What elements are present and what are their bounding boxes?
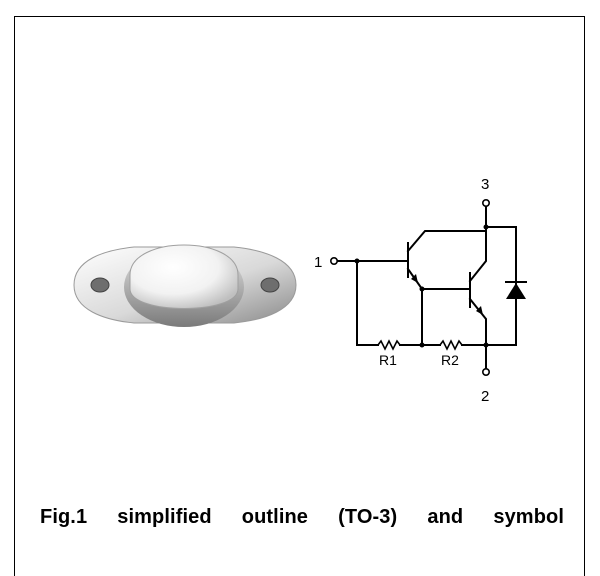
- r2-label: R2: [441, 352, 459, 368]
- junction-dot: [419, 286, 425, 292]
- junction-dot: [483, 342, 489, 348]
- r1-label: R1: [379, 352, 397, 368]
- r1-resistor: [377, 339, 401, 351]
- junction-dot: [354, 258, 360, 264]
- darlington-schematic: 1 3 2 R1 R2: [314, 176, 527, 405]
- diode-rail: [485, 226, 517, 346]
- q2-emitter-wire: [468, 297, 487, 370]
- cap-dome: [129, 244, 239, 309]
- q1-emitter-wire: [406, 267, 471, 290]
- figure-frame: [14, 16, 585, 576]
- right-mounting-hole: [260, 277, 280, 293]
- q2-collector-wire: [468, 204, 487, 283]
- pin3-terminal: [482, 198, 491, 207]
- pin1-label: 1: [314, 254, 322, 271]
- left-mounting-hole: [90, 277, 110, 293]
- pin2-terminal: [482, 368, 491, 377]
- pin2-label: 2: [481, 388, 489, 405]
- figure-caption: Fig.1 simplified outline (TO-3) and symb…: [40, 506, 564, 528]
- q1-emitter-arrow: [411, 274, 418, 283]
- junction-dot: [419, 342, 425, 348]
- q2-emitter-arrow: [476, 306, 483, 315]
- pin1-terminal: [329, 257, 338, 266]
- to3-package-image: [73, 244, 297, 327]
- diode-triangle: [506, 283, 526, 299]
- q1-collector-wire: [406, 230, 487, 253]
- pin3-label: 3: [481, 176, 489, 193]
- junction-dot: [483, 224, 489, 230]
- r2-resistor: [439, 339, 463, 351]
